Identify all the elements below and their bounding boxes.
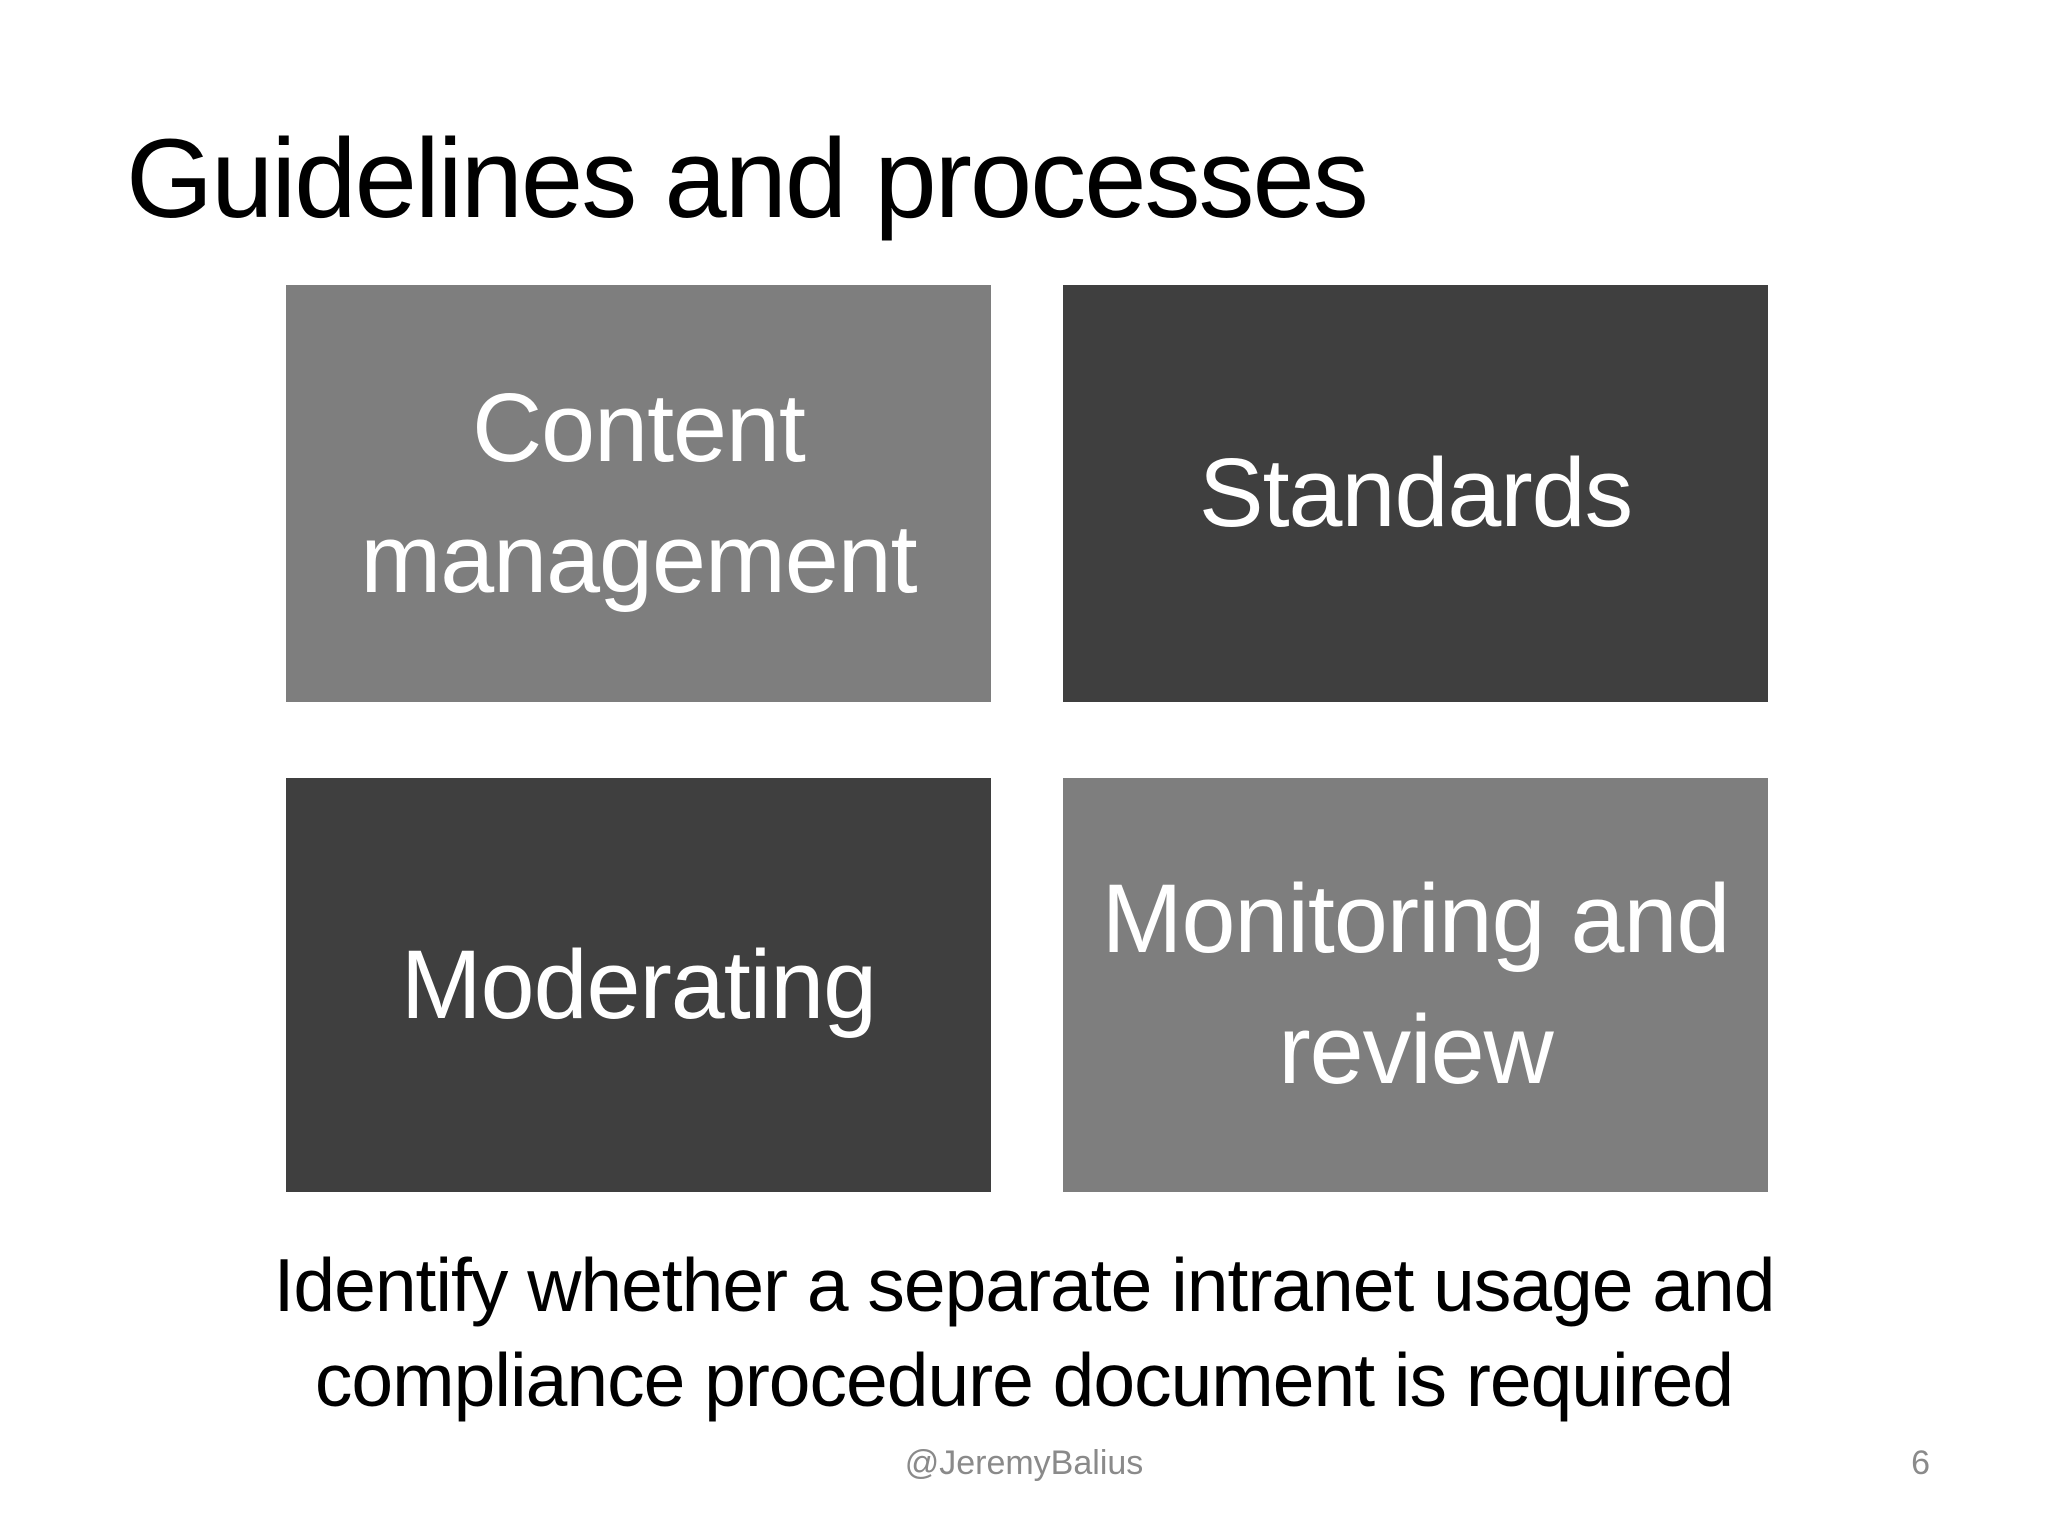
body-text-line-2: compliance procedure document is require… (314, 1338, 1734, 1423)
body-text: Identify whether a separate intranet usa… (0, 1238, 2048, 1429)
box-moderating: Moderating (286, 778, 991, 1192)
box-content-management: Content management (286, 285, 991, 702)
footer-handle: @JeremyBalius (904, 1444, 1144, 1482)
body-text-line-1: Identify whether a separate intranet usa… (273, 1243, 1776, 1327)
page-number: 6 (1911, 1444, 1930, 1482)
box-standards: Standards (1063, 285, 1768, 702)
topic-grid: Content management Standards Moderating … (286, 285, 1768, 1192)
box-monitoring-review: Monitoring and review (1063, 778, 1768, 1192)
box-standards-label: Standards (1198, 438, 1633, 548)
box-moderating-label: Moderating (400, 929, 877, 1039)
box-monitoring-review-label: Monitoring and review (1101, 864, 1731, 1104)
page-title: Guidelines and processes (126, 116, 1369, 241)
box-content-management-label: Content management (360, 372, 917, 613)
